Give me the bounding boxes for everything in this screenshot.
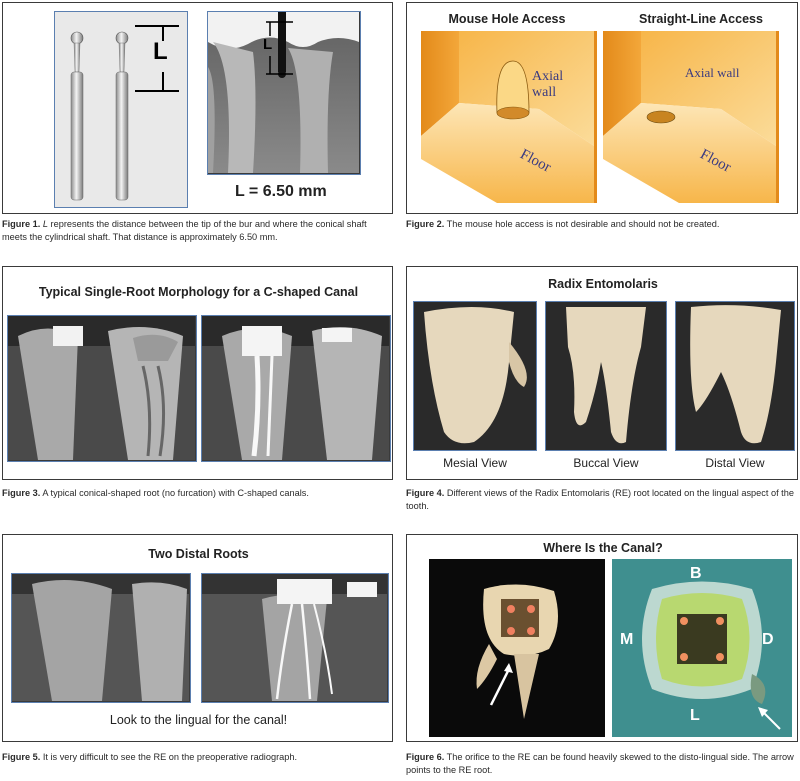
access-diagram xyxy=(421,31,779,203)
figure-1-caption-italic: L xyxy=(42,219,48,229)
axial-wall-label-left: Axial wall xyxy=(532,69,564,100)
figure-4-caption-text: Different views of the Radix Entomolaris… xyxy=(406,488,794,511)
mesial-direction-label: M xyxy=(620,631,634,648)
measurement-label: L = 6.50 mm xyxy=(235,183,327,200)
figure-3-xray-left xyxy=(7,315,197,462)
xray-length-label: L xyxy=(263,36,273,53)
mouse-hole-title: Mouse Hole Access xyxy=(448,12,566,26)
mesial-view-photo xyxy=(413,301,537,451)
figure-2-caption-label: Figure 2. xyxy=(406,219,445,229)
mesial-view-label: Mesial View xyxy=(443,456,507,470)
figure-2-panel: Mouse Hole Access Straight-Line Access A… xyxy=(406,2,798,214)
access-photo: B M D L xyxy=(612,559,792,737)
figure-5-panel: Two Distal Roots Look to the lingual for… xyxy=(2,534,393,742)
distal-direction-label: D xyxy=(762,631,774,648)
figure-5-caption-text: It is very difficult to see the RE on th… xyxy=(40,752,298,762)
lingual-direction-label: L xyxy=(690,707,700,724)
figure-6-title: Where Is the Canal? xyxy=(543,541,663,555)
figure-4-title: Radix Entomolaris xyxy=(548,277,658,291)
figure-3-caption-label: Figure 3. xyxy=(2,488,41,498)
figure-3-caption-text: A typical conical-shaped root (no furcat… xyxy=(40,488,309,498)
figure-2-caption-text: The mouse hole access is not desirable a… xyxy=(444,219,720,229)
figure-3-panel: Typical Single-Root Morphology for a C-s… xyxy=(2,266,393,480)
figure-4-caption: Figure 4. Different views of the Radix E… xyxy=(406,487,798,512)
figure-5-title: Two Distal Roots xyxy=(148,547,249,561)
figure-1-panel: L L L = 6.50 mm xyxy=(2,2,393,214)
distal-view-label: Distal View xyxy=(705,456,765,470)
bur-photo: L xyxy=(54,11,188,208)
figure-6-caption-label: Figure 6. xyxy=(406,752,445,762)
buccal-view-label: Buccal View xyxy=(573,456,639,470)
figure-1-caption-label: Figure 1. xyxy=(2,219,41,229)
lingual-note: Look to the lingual for the canal! xyxy=(109,713,288,727)
figure-1-xray: L xyxy=(207,11,361,175)
axial-wall-label-right: Axial wall xyxy=(685,65,740,80)
figure-6-caption: Figure 6. The orifice to the RE can be f… xyxy=(406,751,798,776)
tooth-photo xyxy=(429,559,605,737)
figure-1-caption-text: represents the distance between the tip … xyxy=(2,219,367,242)
figure-3-title: Typical Single-Root Morphology for a C-s… xyxy=(38,285,359,299)
bur-length-label: L xyxy=(153,38,168,65)
figure-5-caption-label: Figure 5. xyxy=(2,752,41,762)
figure-1-caption: Figure 1. L represents the distance betw… xyxy=(2,218,392,243)
figure-6-caption-text: The orifice to the RE can be found heavi… xyxy=(406,752,794,775)
figure-2-caption: Figure 2. The mouse hole access is not d… xyxy=(406,218,798,231)
figure-5-xray-right xyxy=(201,573,389,703)
distal-view-photo xyxy=(675,301,795,451)
buccal-view-photo xyxy=(545,301,667,451)
figure-6-panel: Where Is the Canal? B M xyxy=(406,534,798,742)
figure-4-panel: Radix Entomolaris Mesial View Buccal Vie… xyxy=(406,266,798,480)
figure-4-caption-label: Figure 4. xyxy=(406,488,445,498)
straight-line-title: Straight-Line Access xyxy=(639,12,763,26)
buccal-direction-label: B xyxy=(690,565,702,582)
figure-5-xray-left xyxy=(11,573,191,703)
figure-5-caption: Figure 5. It is very difficult to see th… xyxy=(2,751,392,764)
figure-3-caption: Figure 3. A typical conical-shaped root … xyxy=(2,487,392,500)
figure-3-xray-right xyxy=(201,315,391,462)
